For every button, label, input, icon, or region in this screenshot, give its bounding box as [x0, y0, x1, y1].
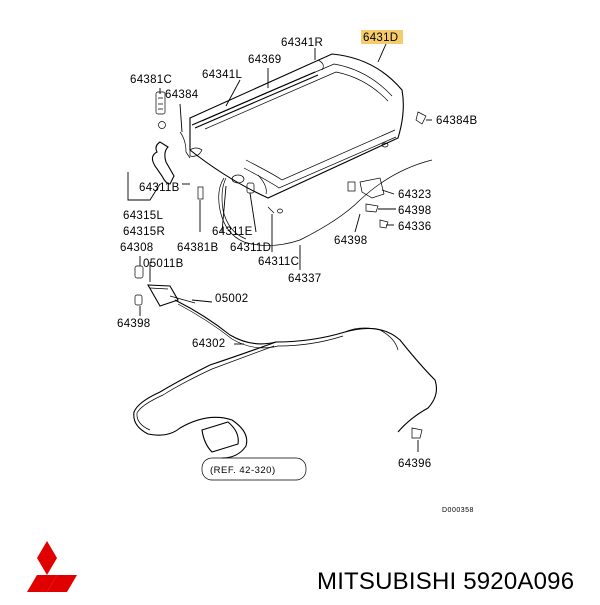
mitsubishi-logo	[27, 541, 77, 592]
bumper-parts	[197, 174, 255, 200]
label-05011b: 05011B	[143, 258, 184, 270]
label-64315r: 64315R	[123, 226, 165, 238]
label-64308: 64308	[120, 242, 153, 254]
brand-caption: MITSUBISHI 5920A096	[317, 568, 574, 595]
release-cable-05002	[133, 299, 437, 459]
label-64341l: 64341L	[202, 69, 242, 81]
latch-cable-64337	[218, 159, 433, 246]
clip-64396	[411, 427, 423, 439]
label-64341r: 64341R	[281, 37, 323, 49]
hinge-assembly	[151, 91, 191, 185]
label-64398-right-upper: 64398	[398, 205, 431, 217]
ref-box	[201, 457, 307, 481]
cushion-64384	[189, 147, 203, 157]
ref-note: (REF. 42-320)	[210, 465, 276, 476]
label-64337: 64337	[288, 273, 321, 285]
label-64381c: 64381C	[130, 74, 172, 86]
label-64311d: 64311D	[230, 242, 271, 254]
label-64311b: 64311B	[139, 182, 180, 194]
part-labels: 64341R 6431D 64369 64341L 64381C 64384 6…	[117, 32, 477, 514]
label-64315l: 64315L	[123, 210, 163, 222]
diagram-code: D000358	[442, 507, 474, 514]
label-64311c: 64311C	[258, 256, 299, 268]
label-64381b: 64381B	[177, 242, 218, 254]
label-64311e: 64311E	[212, 226, 253, 238]
right-side-parts	[267, 111, 427, 229]
label-64302: 64302	[192, 338, 225, 350]
label-05002: 05002	[215, 293, 248, 305]
label-64384: 64384	[165, 89, 199, 101]
label-64323: 64323	[398, 189, 431, 201]
label-64369: 64369	[248, 54, 281, 66]
leader-lines	[127, 43, 432, 452]
label-64396: 64396	[398, 458, 431, 470]
label-64336: 64336	[398, 221, 431, 233]
label-64398-right-lower: 64398	[334, 235, 367, 247]
trunk-opener-lever	[134, 265, 196, 307]
trunk-lid	[189, 53, 404, 214]
support-rod	[191, 59, 324, 129]
label-64398-left: 64398	[117, 318, 150, 330]
label-6431d: 6431D	[363, 32, 398, 44]
fuel-door	[201, 421, 239, 453]
highlight-marker	[361, 30, 403, 44]
label-64384b: 64384B	[436, 115, 477, 127]
